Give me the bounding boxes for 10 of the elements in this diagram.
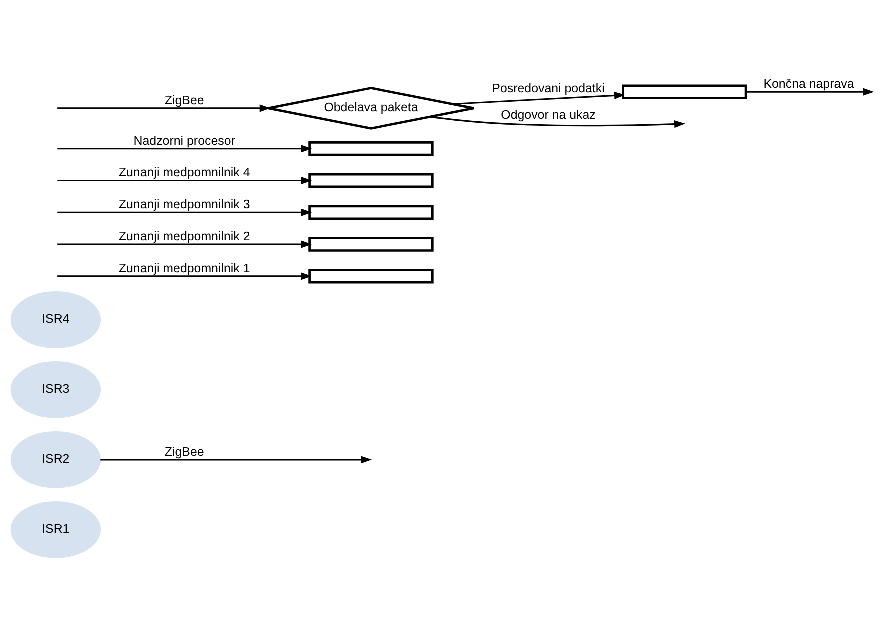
edge-label: Posredovani podatki — [492, 81, 605, 96]
edge-label: Odgovor na ukaz — [501, 108, 596, 122]
edge-label: Zunanji medpomnilnik 1 — [118, 260, 250, 275]
edge-label: Zunanji medpomnilnik 3 — [118, 197, 250, 212]
edge-label: Nadzorni procesor — [134, 133, 236, 148]
edge-label: Zunanji medpomnilnik 4 — [118, 165, 250, 180]
edge-label: ZigBee — [164, 444, 204, 458]
edge-label: Zunanji medpomnilnik 2 — [118, 228, 250, 243]
edge-label: Končna naprava — [764, 76, 854, 91]
edge-label: ZigBee — [164, 92, 204, 107]
